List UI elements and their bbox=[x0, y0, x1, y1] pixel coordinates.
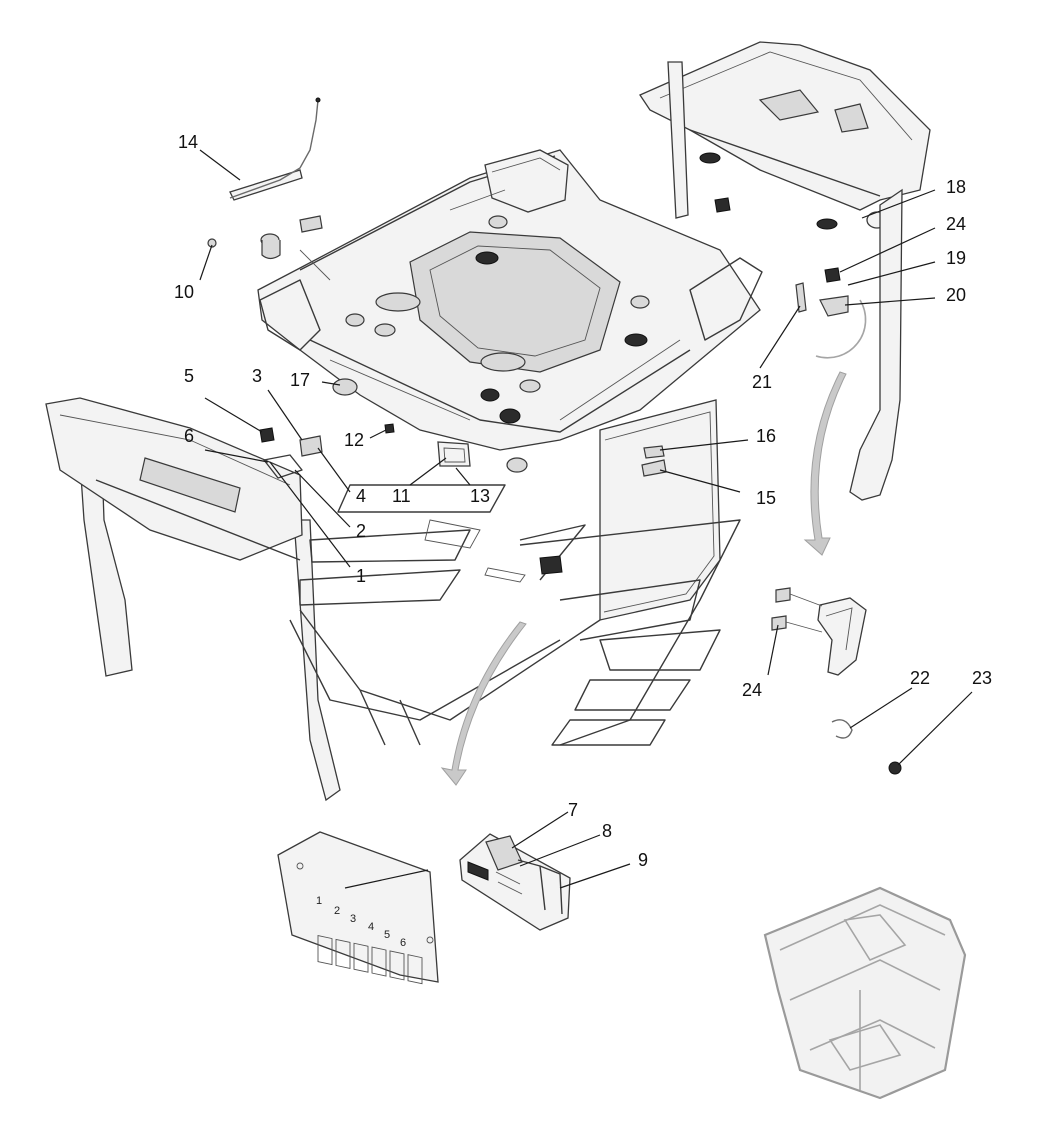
switch-panel bbox=[277, 831, 439, 985]
callout-3: 3 bbox=[252, 366, 262, 386]
roof-headliner bbox=[257, 149, 763, 451]
pillar-bracket-detail bbox=[771, 299, 902, 775]
callout-23: 23 bbox=[972, 668, 992, 688]
callout-12: 12 bbox=[344, 430, 364, 450]
callout-19: 19 bbox=[946, 248, 966, 268]
callout-14: 14 bbox=[178, 132, 198, 152]
direction-arrows bbox=[440, 371, 847, 786]
callout-7: 7 bbox=[568, 800, 578, 820]
switch-number-1: 1 bbox=[316, 895, 322, 907]
callout-9: 9 bbox=[638, 850, 648, 870]
hardware-parts bbox=[229, 97, 849, 479]
switch-number-6: 6 bbox=[400, 937, 406, 949]
leader-lines bbox=[199, 149, 973, 889]
roof-vents bbox=[207, 215, 650, 473]
callout-15: 15 bbox=[756, 488, 776, 508]
callout-11: 11 bbox=[392, 486, 411, 506]
callout-labels: 14 10 5 3 17 6 12 4 11 13 2 1 16 15 21 1… bbox=[174, 132, 992, 870]
console-outline bbox=[289, 484, 741, 746]
switch-position-labels: 1 2 3 4 5 6 bbox=[316, 895, 406, 949]
callout-20: 20 bbox=[946, 285, 966, 305]
callout-2: 2 bbox=[356, 521, 366, 541]
callout-24-lower: 24 bbox=[742, 680, 762, 700]
front-header-panel bbox=[45, 397, 303, 561]
callout-8: 8 bbox=[602, 821, 612, 841]
callout-4: 4 bbox=[356, 486, 366, 506]
callout-13: 13 bbox=[470, 486, 490, 506]
callout-1: 1 bbox=[356, 566, 366, 586]
callout-24-upper: 24 bbox=[946, 214, 966, 234]
callout-5: 5 bbox=[184, 366, 194, 386]
switch-block bbox=[459, 833, 571, 931]
switch-number-2: 2 bbox=[334, 905, 340, 917]
switch-number-5: 5 bbox=[384, 929, 390, 941]
callout-6: 6 bbox=[184, 426, 194, 446]
cab-overview-thumbnail bbox=[763, 886, 967, 1100]
callout-17: 17 bbox=[290, 370, 310, 390]
callout-16: 16 bbox=[756, 426, 776, 446]
callout-10: 10 bbox=[174, 282, 194, 302]
callout-21: 21 bbox=[752, 372, 772, 392]
callout-18: 18 bbox=[946, 177, 966, 197]
switch-number-3: 3 bbox=[350, 913, 356, 925]
switch-number-4: 4 bbox=[368, 921, 374, 933]
callout-22: 22 bbox=[910, 668, 930, 688]
